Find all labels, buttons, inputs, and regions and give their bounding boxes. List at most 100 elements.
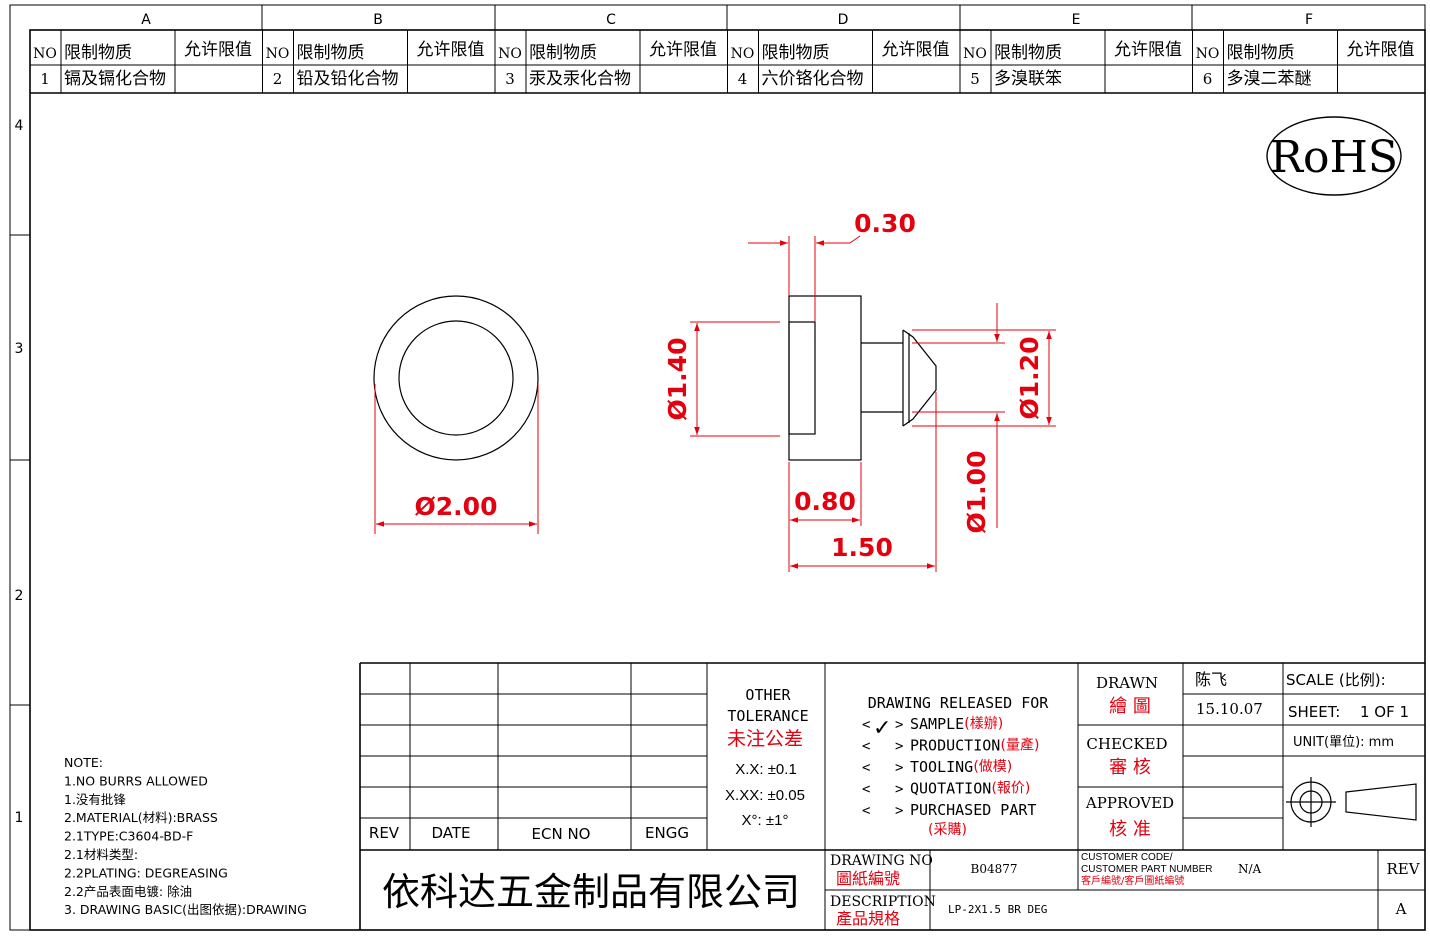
release-bracket-open: < [862,760,870,776]
zone-col-e: E [1072,12,1081,28]
note-line: 2.2PLATING: DEGREASING [64,865,228,880]
dim-tip-diameter: Ø1.20 [1015,337,1044,420]
release-item-label: TOOLING [910,758,973,776]
substance-name: 镉及镉化合物 [64,69,166,89]
rev-block-value: A [1395,900,1407,918]
substance-header-name: 限制物质 [994,43,1062,63]
substance-header-name: 限制物质 [297,43,365,63]
zone-col-a: A [141,12,151,28]
substance-name: 多溴二苯醚 [1227,69,1312,89]
release-bracket-close: > [895,803,903,819]
zone-col-c: C [606,12,616,28]
substance-header-no: NO [963,46,987,62]
release-block: DRAWING RELEASED FOR <>SAMPLE(樣辦)<>PRODU… [862,694,1049,838]
scale-label: SCALE (比例): [1286,671,1386,689]
substance-header-no: NO [731,46,755,62]
tolerance-xx: X.X: ±0.1 [735,761,797,778]
tolerance-title-1: OTHER [745,686,791,704]
drawing-no-value: B04877 [971,862,1018,876]
dim-recess-depth: 0.30 [854,209,916,238]
substance-header-limit: 允许限值 [649,40,717,60]
revision-table-header: REV DATE ECN NO ENGG [369,824,689,843]
customer-part-number-label: CUSTOMER PART NUMBER [1081,864,1213,875]
substance-header-no: NO [266,46,290,62]
zone-row-4: 4 [15,118,24,134]
substance-no: 3 [505,70,515,88]
release-item-label: PURCHASED PART [910,801,1036,819]
substance-name: 铅及铅化合物 [297,69,399,89]
dimensions [374,235,1056,572]
substance-header-no: NO [1196,46,1220,62]
substance-header-name: 限制物质 [762,43,830,63]
note-line: 2.MATERIAL(材料):BRASS [64,810,218,825]
drawn-label: DRAWN [1096,674,1158,692]
zone-col-d: D [838,12,849,28]
substance-header-name: 限制物质 [64,43,132,63]
tolerance-title-cn: 未注公差 [727,728,803,750]
substance-header-limit: 允许限值 [417,40,485,60]
zone-col-b: B [373,12,383,28]
drawn-by: 陈飞 [1195,670,1227,689]
release-bracket-close: > [895,782,903,798]
note-line: 2.2产品表面电镀: 除油 [64,884,192,899]
sheet-border [9,4,1426,931]
checked-label: CHECKED [1086,735,1167,753]
release-bracket-open: < [862,739,870,755]
drawing-no-label-cn: 圖紙編號 [836,869,900,888]
note-line: NOTE: [64,755,103,770]
release-item-label-cn: (做模) [973,759,1012,775]
note-line: 2.1材料类型: [64,847,138,862]
tolerance-xxx: X.XX: ±0.05 [725,787,805,804]
zone-row-1: 1 [15,810,24,826]
rev-block-label: REV [1386,860,1420,878]
projection-symbol-icon [1286,777,1417,827]
substance-no: 6 [1203,70,1213,88]
release-bracket-close: > [895,739,903,755]
sheet-value: 1 OF 1 [1360,703,1409,721]
zone-col-f: F [1305,12,1313,28]
dim-head-length: 0.80 [794,487,856,516]
release-title: DRAWING RELEASED FOR [868,694,1050,712]
approved-label: APPROVED [1085,794,1174,812]
scale-block: SCALE (比例): SHEET: 1 OF 1 UNIT(單位): mm [1286,671,1409,750]
checked-label-cn: 審 核 [1109,757,1151,778]
notes-block: NOTE:1.NO BURRS ALLOWED1.没有批锋2.MATERIAL(… [64,755,307,917]
substance-header-limit: 允许限值 [1347,40,1415,60]
rohs-text: RoHS [1270,132,1398,183]
drawn-label-cn: 繪 圖 [1109,696,1151,717]
substance-no: 2 [273,70,283,88]
tolerance-angle: X°: ±1° [742,812,789,829]
front-view [373,295,539,461]
substance-header-no: NO [33,46,57,62]
note-line: 1.没有批锋 [64,792,126,807]
customer-code-label-cn: 客戶編號/客戶圖紙編號 [1081,874,1184,887]
side-view [788,295,937,461]
release-item-label-cn: (報价) [991,781,1030,797]
date-header: DATE [431,824,470,842]
rev-header: REV [369,824,400,842]
unit-label: UNIT(單位): mm [1293,735,1394,750]
tolerance-block: OTHER TOLERANCE 未注公差 X.X: ±0.1 X.XX: ±0.… [725,686,809,829]
title-block [359,662,1425,930]
dim-head-diameter: Ø1.40 [663,338,692,421]
zone-labels: A B C D E F 4 3 2 1 [15,12,1313,826]
substance-header-no: NO [498,46,522,62]
release-item-label: PRODUCTION [910,737,1000,755]
zone-row-2: 2 [15,588,24,604]
dim-outer-diameter: Ø2.00 [415,492,498,521]
sheet-label: SHEET: [1288,703,1340,721]
drawing-no-label: DRAWING NO [830,853,933,869]
dim-total-length: 1.50 [831,533,893,562]
release-item-label-cn: (采購) [928,822,967,838]
check-mark-icon: ✓ [873,716,891,741]
release-item-label-cn: (樣辦) [964,715,1003,732]
signoff-block: DRAWN 繪 圖 陈飞 15.10.07 CHECKED 審 核 APPROV… [1085,670,1263,840]
release-bracket-close: > [895,760,903,776]
customer-code-value: N/A [1238,862,1262,876]
approved-label-cn: 核 准 [1109,819,1151,840]
tolerance-title-2: TOLERANCE [727,707,808,725]
ecn-header: ECN NO [532,825,591,843]
release-bracket-close: > [895,717,903,733]
engg-header: ENGG [645,824,689,842]
